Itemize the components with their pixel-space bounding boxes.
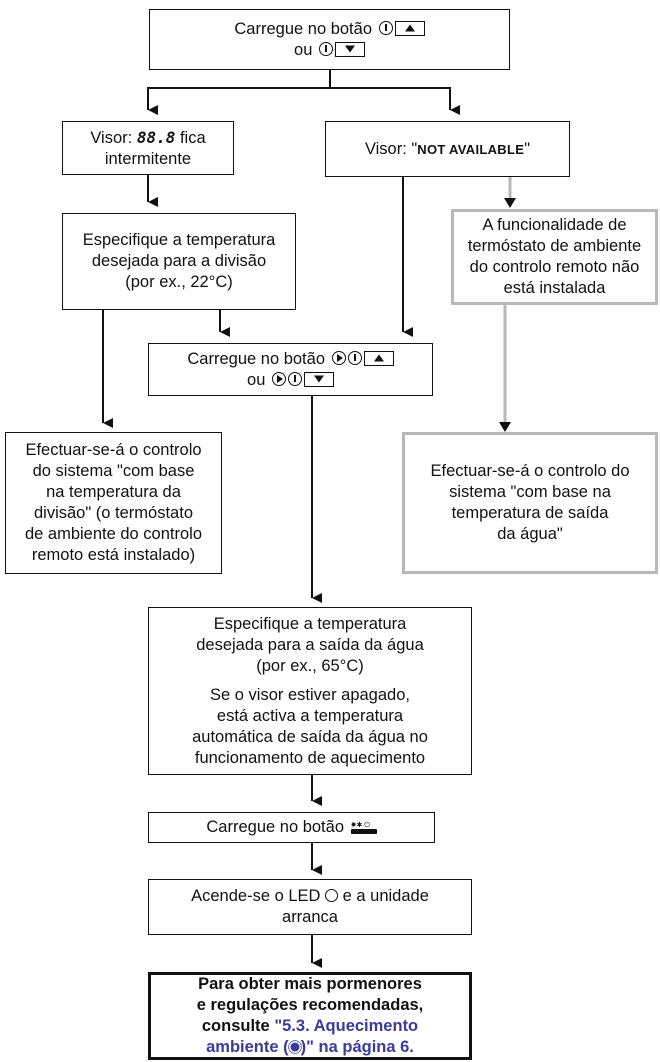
connector-step1-left — [147, 70, 331, 115]
page-reference-link[interactable]: ambiente ()" na página 6. — [206, 1038, 414, 1056]
set-room-temperature-box: Especifique a temperatura desejada para … — [62, 213, 296, 310]
up-arrow-button-icon — [394, 20, 425, 36]
arrowhead-info-to-watercontrol — [499, 422, 511, 432]
thermometer-icon — [318, 42, 333, 57]
display-88-blinking-box: Visor: 88.8 fica intermitente — [62, 121, 234, 175]
down-arrow-button-icon — [303, 371, 334, 387]
step-press-outlet-button: Carregue no botão ou — [148, 343, 433, 396]
down-arrow-button-icon — [334, 41, 365, 57]
water-outlet-control-box: Efectuar-se-á o controlo do sistema "com… — [402, 432, 658, 574]
space-heating-icon — [290, 1042, 300, 1052]
led-on-unit-starts-box: Acende-se o LED e a unidade arranca — [148, 879, 472, 935]
up-arrow-button-icon — [363, 350, 394, 366]
segment-display-value: 88.8 — [136, 127, 176, 147]
water-outlet-icon — [331, 351, 346, 366]
arrowhead-notavailable-to-info — [504, 198, 516, 208]
set-water-temperature-box: Especifique a temperatura desejada para … — [148, 607, 472, 775]
section-reference-link[interactable]: "5.3. Aquecimento — [274, 1017, 419, 1035]
thermostat-not-installed-box: A funcionalidade de termóstato de ambien… — [451, 209, 658, 305]
led-ring-icon — [325, 889, 339, 903]
step-press-onoff-button: Carregue no botão — [148, 812, 435, 843]
display-not-available-box: Visor: "NOT AVAILABLE" — [325, 121, 570, 177]
water-outlet-icon — [271, 372, 286, 387]
thermometer-icon — [378, 21, 393, 36]
thermometer-icon — [347, 351, 362, 366]
thermometer-icon — [287, 372, 302, 387]
room-temperature-control-box: Efectuar-se-á o controlo do sistema "com… — [5, 432, 222, 574]
step-press-temperature-button: Carregue no botão ou — [149, 9, 510, 70]
more-info-box: Para obter mais pormenores e regulações … — [148, 972, 472, 1060]
connector-step1-right — [330, 87, 460, 115]
on-off-button-icon — [350, 815, 377, 836]
